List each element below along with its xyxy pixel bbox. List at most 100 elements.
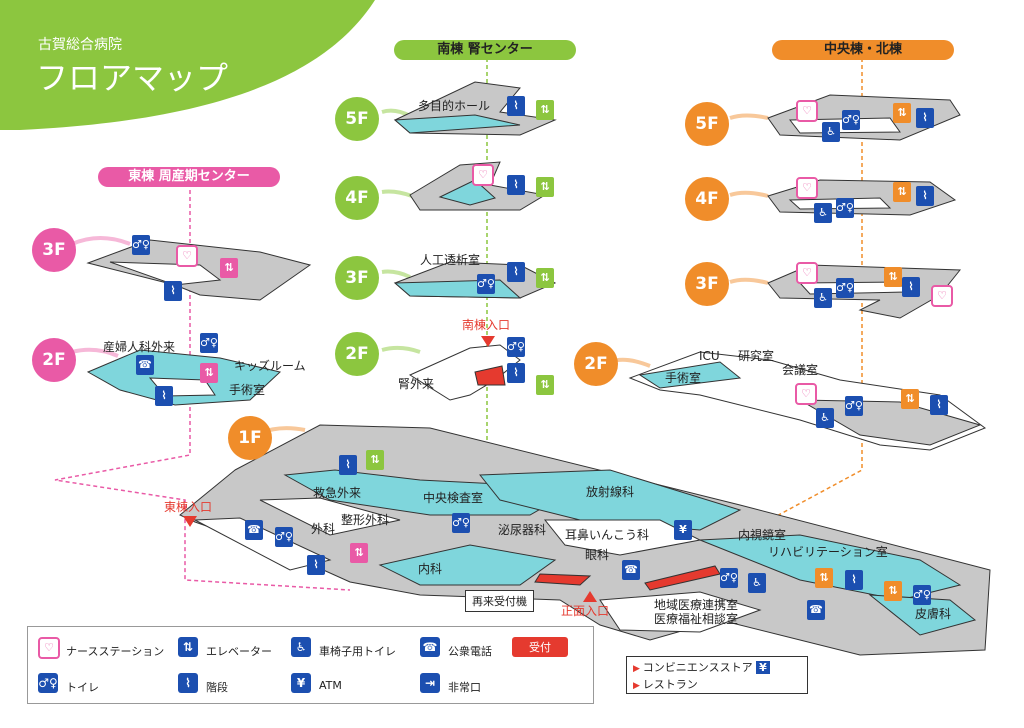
building-east: 東棟 周産期センター — [98, 167, 280, 187]
center-floor-3f[interactable]: 3F — [685, 262, 729, 306]
center-floor-2f[interactable]: 2F — [574, 342, 618, 386]
stairs-icon: ⌇ — [307, 555, 325, 575]
stairs-icon: ⌇ — [916, 186, 934, 206]
room-shujutsu-east: 手術室 — [229, 383, 266, 397]
elevator-icon: ⇅ — [815, 568, 833, 588]
legend-wheelchair-toilet: 車椅子用トイレ — [319, 645, 396, 658]
toilet-icon: ♂♀ — [452, 513, 470, 533]
elevator-icon: ⇅ — [178, 637, 198, 657]
room-fukushi: 医療福祉相談室 — [654, 612, 739, 626]
south-floor-5f[interactable]: 5F — [335, 97, 379, 141]
wheelchair-toilet-icon: ♿ — [291, 637, 311, 657]
nurse-station-icon: ♡ — [796, 177, 818, 199]
room-seikei: 整形外科 — [341, 513, 390, 527]
toilet-icon: ♂♀ — [913, 585, 931, 605]
room-kyukyu: 救急外来 — [313, 486, 362, 500]
phone-icon: ☎ — [245, 520, 263, 540]
south-floor-4f[interactable]: 4F — [335, 176, 379, 220]
elevator-icon: ⇅ — [893, 182, 911, 202]
east-floor-3f[interactable]: 3F — [32, 228, 76, 272]
main-entrance-label: 正面入口 — [561, 604, 610, 618]
reception-swatch: 受付 — [512, 637, 568, 657]
south-entrance-arrow — [481, 336, 495, 347]
elevator-icon: ⇅ — [536, 375, 554, 395]
room-naika: 内科 — [418, 562, 443, 576]
east-connector — [54, 183, 351, 591]
elevator-icon: ⇅ — [884, 267, 902, 287]
legend-toilet: トイレ — [66, 681, 99, 694]
south-floor-2f[interactable]: 2F — [335, 332, 379, 376]
nurse-station-icon: ♡ — [176, 245, 198, 267]
building-center-north: 中央棟・北棟 — [772, 40, 954, 60]
stairs-icon: ⌇ — [507, 175, 525, 195]
elevator-icon: ⇅ — [350, 543, 368, 563]
building-south: 南棟 腎センター — [394, 40, 576, 60]
phone-icon: ☎ — [136, 355, 154, 375]
floor-1f[interactable]: 1F — [228, 416, 272, 460]
nurse-station-icon: ♡ — [796, 100, 818, 122]
stairs-icon: ⌇ — [155, 386, 173, 406]
legend-phone: 公衆電話 — [448, 645, 492, 658]
phone-icon: ☎ — [622, 560, 640, 580]
stairs-icon: ⌇ — [178, 673, 198, 693]
nurse-station-icon: ♡ — [472, 164, 494, 186]
east-entrance-label: 東棟入口 — [164, 500, 213, 514]
east-floor-2f[interactable]: 2F — [32, 338, 76, 382]
center-floor-5f[interactable]: 5F — [685, 102, 729, 146]
elevator-icon: ⇅ — [200, 363, 218, 383]
toilet-icon: ♂♀ — [842, 110, 860, 130]
toilet-icon: ♂♀ — [477, 274, 495, 294]
room-tamokuteki: 多目的ホール — [418, 99, 491, 113]
wheelchair-toilet-icon: ♿ — [748, 573, 766, 593]
east-entrance-arrow — [183, 516, 197, 527]
toilet-icon: ♂♀ — [275, 527, 293, 547]
facility-restaurant: ▶ レストラン — [633, 678, 698, 691]
exit-icon: ⇥ — [420, 673, 440, 693]
legend-nurse: ナースステーション — [66, 645, 165, 658]
facilities-box: ▶ コンビニエンスストア ¥ ▶ レストラン — [626, 656, 808, 694]
nurse-station-icon: ♡ — [931, 285, 953, 307]
stairs-icon: ⌇ — [916, 108, 934, 128]
stairs-icon: ⌇ — [164, 281, 182, 301]
south-floor-3f[interactable]: 3F — [335, 256, 379, 300]
elevator-icon: ⇅ — [366, 450, 384, 470]
reentry-kiosk: 再来受付機 — [465, 590, 534, 612]
page-title: フロアマップ — [36, 59, 229, 97]
toilet-icon: ♂♀ — [845, 396, 863, 416]
south-entrance-label: 南棟入口 — [462, 318, 511, 332]
legend-stairs: 階段 — [206, 681, 228, 694]
room-kenkyu: 研究室 — [738, 349, 775, 363]
hospital-name: 古賀総合病院 — [38, 37, 122, 53]
elevator-icon: ⇅ — [220, 258, 238, 278]
elevator-icon: ⇅ — [536, 100, 554, 120]
atm-icon: ¥ — [674, 520, 692, 540]
elevator-icon: ⇅ — [536, 268, 554, 288]
stairs-icon: ⌇ — [845, 570, 863, 590]
room-hifu: 皮膚科 — [915, 607, 952, 621]
stairs-icon: ⌇ — [507, 96, 525, 116]
atm-icon: ¥ — [756, 661, 770, 674]
toilet-icon: ♂♀ — [200, 333, 218, 353]
stairs-icon: ⌇ — [507, 363, 525, 383]
wheelchair-toilet-icon: ♿ — [816, 408, 834, 428]
toilet-icon: ♂♀ — [132, 235, 150, 255]
room-jingairai: 腎外来 — [398, 377, 435, 391]
toilet-icon: ♂♀ — [836, 278, 854, 298]
toilet-icon: ♂♀ — [836, 198, 854, 218]
room-icu: ICU — [699, 349, 720, 363]
elevator-icon: ⇅ — [893, 103, 911, 123]
center-floor-4f[interactable]: 4F — [685, 177, 729, 221]
wheelchair-toilet-icon: ♿ — [814, 288, 832, 308]
room-kaigi: 会議室 — [782, 363, 819, 377]
room-sanfujinka: 産婦人科外来 — [103, 340, 176, 354]
room-jinko: 人工透析室 — [420, 253, 481, 267]
elevator-icon: ⇅ — [536, 177, 554, 197]
stairs-icon: ⌇ — [930, 395, 948, 415]
toilet-icon: ♂♀ — [38, 673, 58, 693]
phone-icon: ☎ — [807, 600, 825, 620]
wheelchair-toilet-icon: ♿ — [822, 122, 840, 142]
header-banner — [0, 0, 375, 130]
room-chiiki: 地域医療連携室 — [654, 598, 739, 612]
nurse-station-icon: ♡ — [795, 383, 817, 405]
room-hoshasen: 放射線科 — [586, 485, 635, 499]
